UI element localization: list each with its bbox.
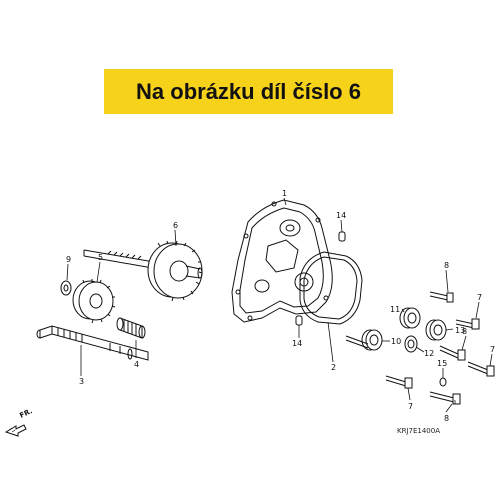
bolt [429, 291, 454, 303]
callout-7a: 7 [477, 293, 482, 302]
callout-9: 9 [66, 255, 71, 264]
part-10-bearing [361, 329, 383, 351]
banner-text: Na obrázku díl číslo 6 [136, 78, 361, 104]
callout-8a: 8 [444, 261, 449, 270]
callout-2: 2 [331, 363, 336, 372]
part-15-washer [439, 377, 447, 387]
callout-8c: 8 [462, 327, 467, 336]
bolt [385, 375, 413, 389]
part-12-oil-seal [404, 335, 418, 353]
part-13-bearing [425, 319, 447, 341]
bolt [429, 391, 461, 405]
callout-labels: 1 2 3 4 5 6 7 7 7 8 8 9 10 11 12 13 14 1… [66, 189, 495, 423]
callout-10: 10 [391, 337, 401, 346]
front-direction-marker: FR. [4, 407, 34, 437]
callout-7b: 7 [490, 345, 495, 354]
callout-8b: 8 [444, 414, 449, 423]
callout-15: 15 [437, 359, 447, 368]
drawing-code: KRJ7E1400A [397, 427, 440, 435]
callout-4: 4 [134, 360, 139, 369]
part-number-banner: Na obrázku díl číslo 6 [104, 69, 393, 114]
bolt [467, 361, 495, 377]
callout-3: 3 [79, 377, 84, 386]
callout-14b: 14 [292, 339, 302, 348]
leader-lines [66, 197, 493, 413]
part-1-transmission-case [231, 199, 333, 323]
part-5-gear [72, 279, 116, 324]
callout-11: 11 [390, 305, 400, 314]
callout-12: 12 [424, 349, 434, 358]
callout-14a: 14 [336, 211, 346, 220]
callout-5: 5 [98, 253, 103, 262]
callout-7c: 7 [408, 402, 413, 411]
bolt [439, 345, 466, 361]
part-9-washer [60, 280, 72, 296]
part-3-drive-shaft [36, 325, 149, 361]
bolt [455, 318, 480, 330]
bolt [345, 335, 369, 349]
callout-6: 6 [173, 221, 178, 230]
callout-1: 1 [282, 189, 287, 198]
part-4-pinion [116, 317, 146, 339]
bolts [345, 291, 495, 405]
part-2-gasket [299, 251, 363, 325]
part-6-final-shaft-gear [83, 240, 203, 302]
front-label: FR. [18, 407, 33, 420]
part-11-bearing [399, 307, 421, 329]
callout-13: 13 [455, 326, 465, 335]
